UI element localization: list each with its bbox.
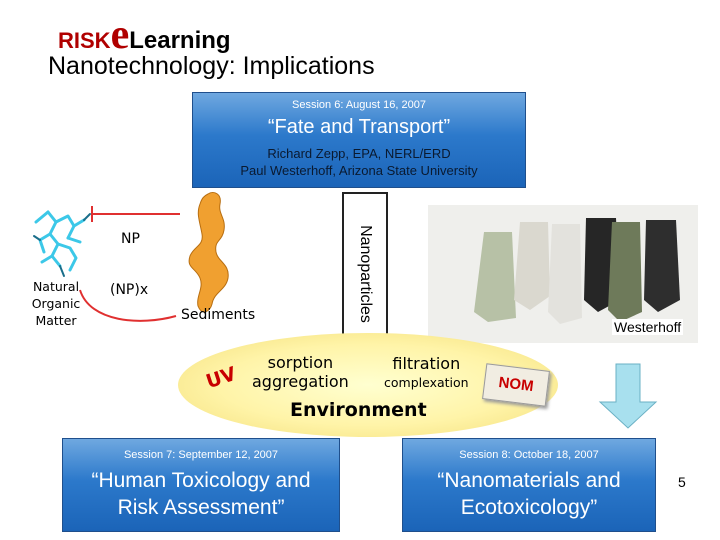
nom-badge: NOM [482, 363, 550, 407]
session-6-box: Session 6: August 16, 2007 “Fate and Tra… [192, 92, 526, 188]
session-6-title: “Fate and Transport” [267, 116, 451, 138]
session-7-box: Session 7: September 12, 2007 “Human Tox… [62, 438, 340, 532]
nom-label-line-2: Organic [31, 296, 81, 311]
session-7-date: Session 7: September 12, 2007 [123, 449, 279, 461]
brand-e: e [110, 12, 130, 58]
session-8-box: Session 8: October 18, 2007 “Nanomateria… [402, 438, 656, 532]
session-7-title-line-2: Risk Assessment” [117, 496, 285, 519]
nanoparticles-banner: Nanoparticles [342, 192, 388, 356]
session-8-title-line-2: Ecotoxicology” [460, 496, 598, 519]
npx-label: (NP)x [110, 282, 149, 298]
complexation-label: complexation [384, 375, 469, 390]
session-8-title: “Nanomaterials and Ecotoxicology” [403, 467, 655, 521]
aggregation-label: aggregation [252, 372, 349, 391]
sorption-label: sorption [267, 353, 334, 372]
brand-risk: RISK [58, 28, 111, 53]
sediments-label: Sediments [181, 307, 256, 323]
nom-label: Natural Organic Matter [24, 278, 88, 329]
brand-logo: RISKeLearning [58, 14, 231, 56]
down-arrow-icon [598, 363, 658, 429]
session-6-author-1: Richard Zepp, EPA, NERL/ERD [267, 146, 451, 161]
nom-molecule-icon [34, 210, 86, 272]
environment-label: Environment [290, 399, 427, 421]
session-6-date: Session 6: August 16, 2007 [292, 99, 426, 111]
filtration-complexation-label: filtration complexation [384, 354, 469, 392]
session-6-author-2: Paul Westerhoff, Arizona State Universit… [240, 163, 478, 178]
npx-curved-arrow [79, 289, 177, 322]
nom-label-line-1: Natural [32, 279, 80, 294]
session-6-authors: Richard Zepp, EPA, NERL/ERD Paul Westerh… [193, 145, 525, 179]
np-label: NP [121, 231, 140, 247]
sediment-icon [188, 191, 229, 313]
nom-molecule-dark-icon [33, 213, 91, 277]
session-8-date: Session 8: October 18, 2007 [459, 449, 599, 461]
nanoparticles-label: Nanoparticles [357, 225, 374, 323]
sorption-aggregation-label: sorption aggregation [252, 353, 349, 391]
photo-credit: Westerhoff [612, 319, 684, 335]
socks-photo-icon [428, 205, 698, 343]
brand-learning: Learning [129, 27, 231, 54]
page-number: 5 [678, 474, 686, 490]
filtration-label: filtration [392, 354, 461, 373]
nom-label-line-3: Matter [35, 313, 77, 328]
session-8-title-line-1: “Nanomaterials and [437, 469, 621, 492]
session-7-title-line-1: “Human Toxicology and [91, 469, 311, 492]
session-7-title: “Human Toxicology and Risk Assessment” [63, 467, 339, 521]
slide-subtitle: Nanotechnology: Implications [48, 52, 375, 80]
